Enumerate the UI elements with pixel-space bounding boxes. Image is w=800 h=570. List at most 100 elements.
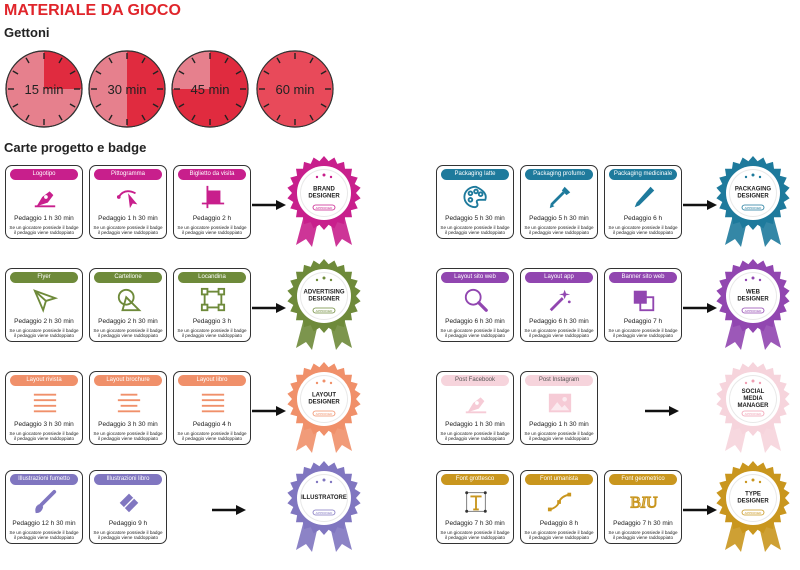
project-card[interactable]: Post Facebook Pedaggio 1 h 30 min Se un …: [436, 371, 514, 445]
project-card[interactable]: Illustrazioni fumetto Pedaggio 12 h 30 m…: [5, 470, 83, 544]
card-note: Se un giocatore possiede il badge il ped…: [93, 328, 163, 339]
timer-label: 60 min: [275, 82, 314, 97]
card-label: Illustrazioni libro: [94, 474, 162, 485]
card-label: Layout rivista: [10, 375, 78, 386]
timer-label: 45 min: [190, 82, 229, 97]
card-icon-wrap: [30, 287, 60, 313]
project-card[interactable]: Cartellone Pedaggio 2 h 30 min Se un gio…: [89, 268, 167, 342]
project-card[interactable]: Layout sito web Pedaggio 6 h 30 min Se u…: [436, 268, 514, 342]
timer-token: 45 min: [171, 50, 249, 128]
card-label: Layout app: [525, 272, 593, 283]
card-icon-wrap: [198, 390, 228, 416]
arrow-icon: [212, 502, 246, 515]
card-icon-wrap: [629, 184, 659, 210]
project-card[interactable]: Packaging medicinale Pedaggio 6 h Se un …: [604, 165, 682, 239]
card-note: Se un giocatore possiede il badge il ped…: [524, 530, 594, 541]
shapes-icon: [117, 288, 142, 312]
project-card[interactable]: Layout app Pedaggio 6 h 30 min Se un gio…: [520, 268, 598, 342]
card-note: Se un giocatore possiede il badge il ped…: [93, 431, 163, 442]
card-label: Font geometrico: [609, 474, 677, 485]
card-icon-wrap: [198, 287, 228, 313]
card-label: Pittogramma: [94, 169, 162, 180]
project-card[interactable]: Biglietto da visita Pedaggio 2 h Se un g…: [173, 165, 251, 239]
pen-nib-icon: [34, 191, 56, 208]
card-label: Packaging medicinale: [609, 169, 677, 180]
card-toll: Pedaggio 1 h 30 min: [98, 215, 158, 222]
card-icon-wrap: [545, 287, 575, 313]
card-label: Post Instagram: [525, 375, 593, 386]
arrow-icon: [252, 197, 286, 210]
timer-label: 30 min: [107, 82, 146, 97]
project-card[interactable]: Font grottesco Pedaggio 7 h 30 min Se un…: [436, 470, 514, 544]
card-toll: Pedaggio 2 h 30 min: [14, 318, 74, 325]
text-tool-icon: [465, 491, 487, 513]
image-icon: [548, 393, 572, 413]
project-card[interactable]: Packaging profumo Pedaggio 5 h 30 min Se…: [520, 165, 598, 239]
tokens-heading: Gettoni: [4, 25, 50, 40]
arrow-icon: [252, 403, 286, 416]
arrow-icon: [252, 300, 286, 313]
card-label: Cartellone: [94, 272, 162, 283]
clock-icon: 45 min: [171, 50, 249, 128]
card-icon-wrap: [114, 489, 144, 515]
card-icon-wrap: [30, 489, 60, 515]
project-card[interactable]: Post Instagram Pedaggio 1 h 30 min Se un…: [520, 371, 598, 445]
card-note: Se un giocatore possiede il badge il ped…: [9, 328, 79, 339]
card-toll: Pedaggio 3 h 30 min: [14, 421, 74, 428]
card-note: Se un giocatore possiede il badge il ped…: [608, 530, 678, 541]
project-card[interactable]: Packaging latte Pedaggio 5 h 30 min Se u…: [436, 165, 514, 239]
clock-icon: 60 min: [256, 50, 334, 128]
card-toll: Pedaggio 5 h 30 min: [445, 215, 505, 222]
arrow-icon: [683, 502, 717, 515]
project-card[interactable]: Banner sito web Pedaggio 7 h Se un gioca…: [604, 268, 682, 342]
card-label: Font umanista: [525, 474, 593, 485]
card-label: Post Facebook: [441, 375, 509, 386]
card-label: Font grottesco: [441, 474, 509, 485]
card-toll: Pedaggio 6 h 30 min: [445, 318, 505, 325]
card-label: Layout sito web: [441, 272, 509, 283]
brush-icon: [35, 489, 57, 514]
card-note: Se un giocatore possiede il badge il ped…: [177, 328, 247, 339]
project-card[interactable]: Pittogramma Pedaggio 1 h 30 min Se un gi…: [89, 165, 167, 239]
project-card[interactable]: Locandina Pedaggio 3 h Se un giocatore p…: [173, 268, 251, 342]
card-icon-wrap: [30, 184, 60, 210]
card-icon-wrap: [198, 184, 228, 210]
card-toll: Pedaggio 3 h: [192, 318, 232, 325]
card-note: Se un giocatore possiede il badge il ped…: [9, 225, 79, 236]
timer-label: 15 min: [24, 82, 63, 97]
project-card[interactable]: Font geometrico BIU Pedaggio 7 h 30 min …: [604, 470, 682, 544]
card-toll: Pedaggio 1 h 30 min: [529, 421, 589, 428]
card-note: Se un giocatore possiede il badge il ped…: [440, 530, 510, 541]
project-card[interactable]: Logotipo Pedaggio 1 h 30 min Se un gioca…: [5, 165, 83, 239]
card-label: Logotipo: [10, 169, 78, 180]
project-card[interactable]: Flyer Pedaggio 2 h 30 min Se un giocator…: [5, 268, 83, 342]
project-card[interactable]: Illustrazioni libro Pedaggio 9 h Se un g…: [89, 470, 167, 544]
svg-text:BIU: BIU: [630, 495, 658, 512]
project-card[interactable]: Font umanista Pedaggio 8 h Se un giocato…: [520, 470, 598, 544]
clock-icon: 30 min: [88, 50, 166, 128]
card-toll: Pedaggio 7 h 30 min: [445, 520, 505, 527]
project-card[interactable]: Layout rivista Pedaggio 3 h 30 min Se un…: [5, 371, 83, 445]
svg-text:APPROVED: APPROVED: [316, 309, 334, 313]
card-note: Se un giocatore possiede il badge il ped…: [440, 225, 510, 236]
eyedropper-icon: [549, 186, 571, 209]
project-card[interactable]: Layout libro Pedaggio 4 h Se un giocator…: [173, 371, 251, 445]
svg-text:APPROVED: APPROVED: [316, 206, 334, 210]
magic-wand-icon: [549, 289, 571, 312]
svg-text:ILLUSTRATORE: ILLUSTRATORE: [301, 495, 347, 501]
card-note: Se un giocatore possiede il badge il ped…: [93, 530, 163, 541]
card-note: Se un giocatore possiede il badge il ped…: [608, 225, 678, 236]
card-toll: Pedaggio 6 h: [623, 215, 663, 222]
card-icon-wrap: [461, 390, 491, 416]
project-card[interactable]: Layout brochure Pedaggio 3 h 30 min Se u…: [89, 371, 167, 445]
